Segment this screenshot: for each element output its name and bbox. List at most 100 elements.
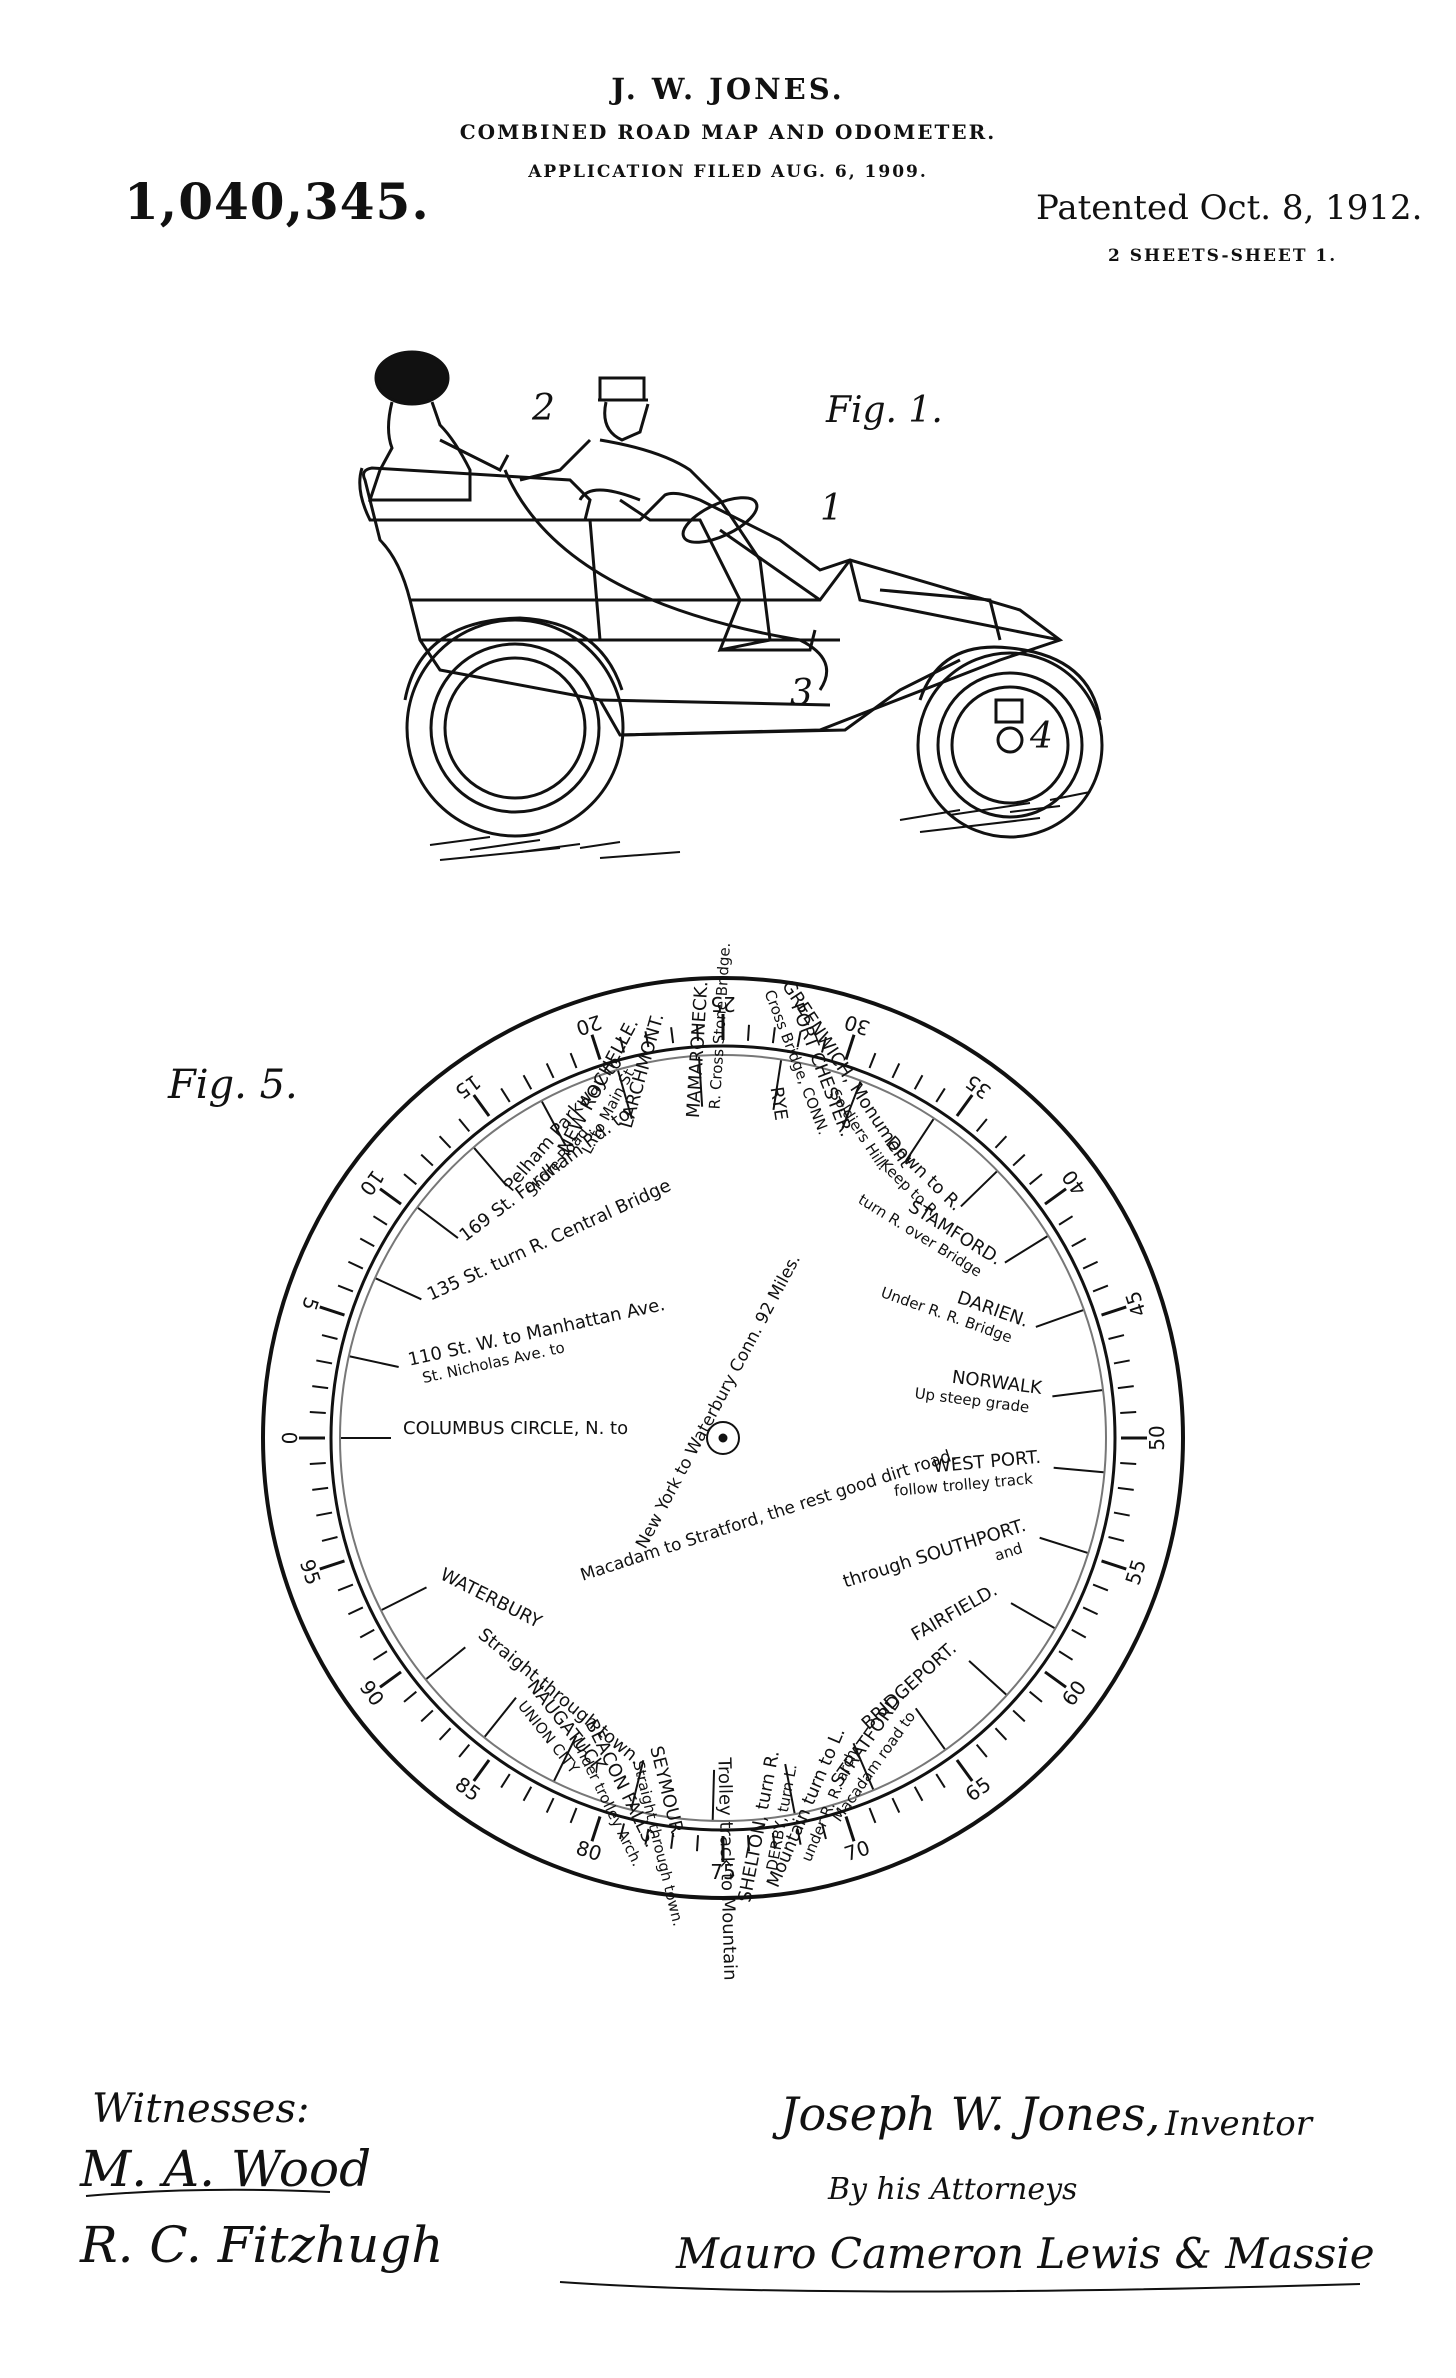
route-label: MAMARONECK.R. Cross Stone Bridge. — [683, 942, 734, 1119]
dial-tick — [1071, 1237, 1087, 1248]
dial-scale-number: 75 — [710, 1860, 735, 1884]
dial-scale-number: 10 — [355, 1166, 389, 1201]
dial-tick — [891, 1797, 901, 1814]
route-pointer — [553, 1735, 578, 1782]
dial-tick — [1082, 1606, 1099, 1616]
dial-scale-number: 65 — [961, 1772, 996, 1806]
dial-tick — [1117, 1385, 1134, 1390]
dial-tick — [1108, 1334, 1125, 1340]
dial-scale-number: 35 — [961, 1070, 996, 1104]
dial-tick — [309, 1411, 326, 1415]
route-pointer — [711, 1769, 716, 1820]
rear-wheel — [403, 616, 625, 838]
dial-tick — [1082, 1260, 1099, 1270]
dial-tick — [590, 1034, 602, 1060]
figure-1-label: Fig. 1. — [825, 390, 943, 431]
figure-1-drawing: Fig. 1. 1 2 3 4 — [358, 350, 1104, 861]
witness-2-signature: R. C. Fitzhugh — [79, 2216, 443, 2274]
route-name: COLUMBUS CIRCLE, N. to — [403, 1418, 628, 1439]
dial-tick — [321, 1536, 338, 1542]
dial-tick — [844, 1034, 856, 1060]
dial-tick — [913, 1074, 924, 1090]
dial-tick — [522, 1786, 533, 1802]
dial-tick — [337, 1583, 354, 1592]
route-pointer — [968, 1660, 1007, 1696]
dial-tick — [337, 1284, 354, 1293]
route-pointer — [1010, 1602, 1055, 1629]
dial-tick — [319, 1559, 345, 1571]
dial-tick — [746, 1835, 750, 1852]
route-pointer — [630, 1760, 645, 1810]
dial-tick — [403, 1173, 417, 1186]
dial-scale-number: 20 — [573, 1010, 605, 1041]
dial-tick — [935, 1773, 946, 1789]
dial-tick — [644, 1031, 650, 1048]
dial-tick — [1120, 1411, 1137, 1415]
dial-scale-number: 15 — [451, 1070, 486, 1104]
inventor-signature: Joseph W. Jones, — [772, 2090, 1160, 2141]
dial-tick — [913, 1786, 924, 1802]
dial-tick — [321, 1334, 338, 1340]
dial-scale-number: 85 — [451, 1772, 486, 1806]
dial-tick — [868, 1807, 877, 1824]
dial-tick — [472, 1759, 491, 1782]
dial-tick — [316, 1511, 333, 1517]
car-body — [362, 466, 1064, 737]
route-pointer — [914, 1707, 946, 1750]
route-label: COLUMBUS CIRCLE, N. to — [403, 1418, 628, 1439]
dial-tick — [1012, 1153, 1026, 1167]
dial-tick — [312, 1385, 329, 1390]
dial-tick — [545, 1797, 555, 1814]
dial-tick — [746, 1024, 750, 1041]
route-label: RYE — [766, 1085, 792, 1122]
route-pointer — [905, 1118, 935, 1162]
route-pointer — [425, 1646, 466, 1680]
dial-tick — [994, 1727, 1008, 1741]
dial-tick — [670, 1027, 675, 1044]
dial-tick — [619, 1823, 625, 1840]
route-pointer — [1004, 1235, 1048, 1264]
route-pointer — [375, 1277, 422, 1301]
signatures: M. A. Wood R. C. Fitzhugh Joseph W. Jone… — [79, 2090, 1375, 2293]
dial-scale-number: 0 — [277, 1432, 301, 1445]
dial-tick — [372, 1650, 388, 1661]
route-pointer — [473, 1147, 508, 1187]
dial-tick — [1092, 1583, 1109, 1592]
dial-tick — [1117, 1486, 1134, 1491]
dial-tick — [821, 1036, 827, 1053]
route-pointer — [1052, 1389, 1103, 1398]
route-pointer — [484, 1696, 517, 1738]
dial-tick — [379, 1670, 402, 1689]
dial-center-pin — [718, 1433, 728, 1443]
dial-tick — [458, 1118, 471, 1132]
dial-hub — [706, 1421, 740, 1455]
dial-scale-number: 5 — [297, 1294, 324, 1314]
dial-tick — [868, 1052, 877, 1069]
dial-tick — [420, 1709, 434, 1723]
route-pointer — [417, 1207, 459, 1239]
dial-ticks — [299, 1014, 1147, 1862]
dial-scale-number: 70 — [841, 1835, 873, 1866]
inventor-label: Inventor — [1165, 2104, 1312, 2144]
dial-tick — [359, 1237, 375, 1248]
dial-tick — [1044, 1187, 1067, 1206]
dial-tick — [403, 1690, 417, 1703]
dial-scale-number: 45 — [1120, 1288, 1151, 1320]
dial-tick — [1092, 1284, 1109, 1293]
dial-scale-ring — [329, 1044, 1117, 1832]
route-pointer — [852, 1742, 875, 1790]
dial-scale-number: 60 — [1057, 1676, 1091, 1711]
route-pointer — [1053, 1466, 1104, 1474]
dial-tick — [500, 1773, 511, 1789]
dial-tick — [644, 1828, 650, 1845]
steering-column — [719, 528, 821, 602]
dial-tick — [975, 1118, 988, 1132]
route-pointer — [1035, 1309, 1084, 1328]
dial-tick — [458, 1744, 471, 1758]
dial-tick — [1113, 1511, 1130, 1517]
attorneys-signature: Mauro Cameron Lewis & Massie — [675, 2229, 1375, 2278]
attorneys-label: By his Attorneys — [828, 2172, 1078, 2207]
